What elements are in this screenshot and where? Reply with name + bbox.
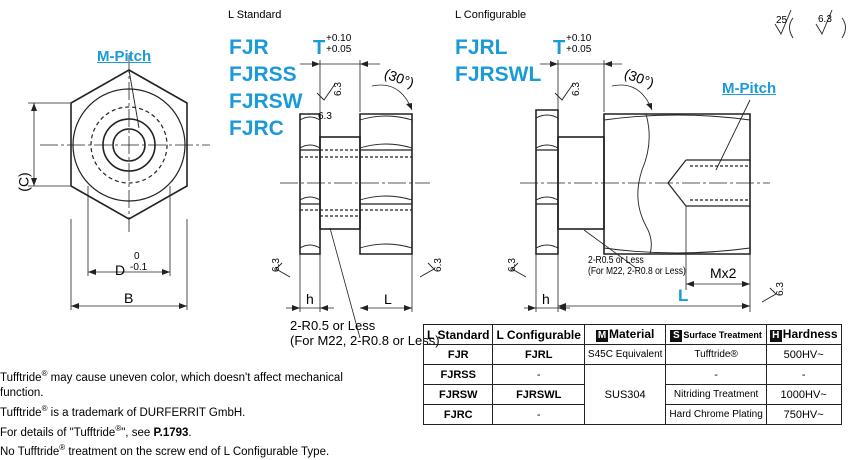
note-line: function. <box>0 386 44 399</box>
h-dimension-label: h <box>542 291 550 307</box>
technical-drawing <box>28 9 846 339</box>
table-row: FJRC - Hard Chrome Plating 750HV~ <box>422 404 842 425</box>
cell-standard: FJRSS <box>422 364 494 385</box>
header-configurable: L Configurable <box>492 324 585 345</box>
m-pitch-label: M-Pitch <box>97 48 152 65</box>
hardness-icon: H <box>769 330 782 342</box>
roughness-label: 6.3 <box>506 258 518 272</box>
m-pitch-label: M-Pitch <box>722 80 777 97</box>
heading-standard: L Standard <box>228 9 282 21</box>
note-line: Tufftride® is a trademark of DURFERRIT G… <box>0 403 246 419</box>
l-dimension-label: L <box>384 291 392 307</box>
tolerance-upper: +0.10 <box>566 33 592 44</box>
cell-material: S45C Equivalent <box>583 344 667 365</box>
tolerance-symbol: T <box>313 37 326 59</box>
cell-configurable: FJRL <box>492 344 585 365</box>
tolerance-lower: +0.05 <box>566 44 592 55</box>
standard-code: FJRSS <box>229 63 297 86</box>
material-icon: M <box>595 330 608 342</box>
cell-standard: FJRSW <box>422 384 494 405</box>
standard-code: FJRC <box>229 117 284 140</box>
d-dimension-label: D <box>115 262 126 278</box>
mx2-dimension-label: Mx2 <box>710 265 737 281</box>
c-dimension-label: (C) <box>15 172 32 192</box>
tolerance-upper: +0.10 <box>326 33 352 44</box>
cell-hardness: 1000HV~ <box>765 384 842 405</box>
roughness-symbol <box>774 9 846 39</box>
d-tolerance-upper: 0 <box>134 251 140 262</box>
cell-surface: Nitriding Treatment <box>665 384 767 405</box>
roughness-label: 6.3 <box>432 258 444 272</box>
cell-standard: FJR <box>422 344 494 365</box>
table-row: FJRSS - SUS304 - - <box>422 364 842 425</box>
cell-surface: - <box>665 364 767 385</box>
radius-note-line: 2-R0.5 or Less <box>290 318 376 333</box>
standard-code: FJRSW <box>229 90 303 113</box>
standard-side-view <box>275 60 435 339</box>
cell-configurable: FJRSWL <box>492 384 585 405</box>
cell-standard: FJRC <box>422 404 494 425</box>
cell-hardness: 500HV~ <box>765 344 842 365</box>
roughness-main-label: 25 <box>776 15 788 26</box>
cell-configurable: - <box>492 364 585 385</box>
roughness-label: 6.3 <box>774 282 786 296</box>
radius-note-line: (For M22, 2-R0.8 or Less) <box>290 333 440 348</box>
roughness-label: 6.3 <box>818 14 832 25</box>
cell-hardness: 750HV~ <box>765 404 842 425</box>
hex-end-view <box>28 55 210 310</box>
configurable-code-list: FJRL FJRSWL <box>455 34 541 88</box>
h-dimension-label: h <box>306 291 314 307</box>
l-dimension-label-blue: L <box>678 286 689 305</box>
configurable-code: FJRSWL <box>455 63 542 86</box>
header-standard: L Standard <box>422 324 494 345</box>
radius-note-line: 2-R0.5 or Less <box>588 255 644 266</box>
notes-block: Tufftride® may cause uneven color, which… <box>0 366 400 460</box>
note-line: For details of "Tufftride®", see P.1793. <box>0 423 192 439</box>
surface-icon: S <box>670 330 683 342</box>
d-tolerance-lower: -0.1 <box>130 262 148 273</box>
radius-note: 2-R0.5 or Less (For M22, 2-R0.8 or Less) <box>588 255 686 277</box>
standard-code-list: FJR FJRSS FJRSW FJRC <box>229 34 303 142</box>
note-line: No Tufftride® treatment on the screw end… <box>0 443 330 459</box>
standard-code: FJR <box>229 36 269 59</box>
roughness-label: 6.3 <box>332 82 344 96</box>
radius-note: 2-R0.5 or Less (For M22, 2-R0.8 or Less) <box>290 318 440 348</box>
roughness-label: 6.3 <box>318 111 332 122</box>
cell-material: SUS304 <box>583 364 667 425</box>
table-row: FJR FJRL S45C Equivalent Tufftride® 500H… <box>422 344 842 365</box>
heading-configurable: L Configurable <box>455 9 527 21</box>
roughness-label: 6.3 <box>270 258 282 272</box>
radius-note-line: (For M22, 2-R0.8 or Less) <box>588 266 686 277</box>
cell-surface: Hard Chrome Plating <box>665 404 767 425</box>
cell-configurable: - <box>492 404 585 425</box>
tolerance-lower: +0.05 <box>326 44 352 55</box>
note-line: Tufftride® may cause uneven color, which… <box>0 369 343 384</box>
roughness-label: 6.3 <box>570 82 582 96</box>
configurable-side-view <box>511 60 777 312</box>
tolerance-symbol: T <box>553 37 566 59</box>
cell-surface: Tufftride® <box>665 344 767 365</box>
configurable-code: FJRL <box>455 36 508 59</box>
b-dimension-label: B <box>124 290 134 306</box>
cell-hardness: - <box>765 364 842 385</box>
